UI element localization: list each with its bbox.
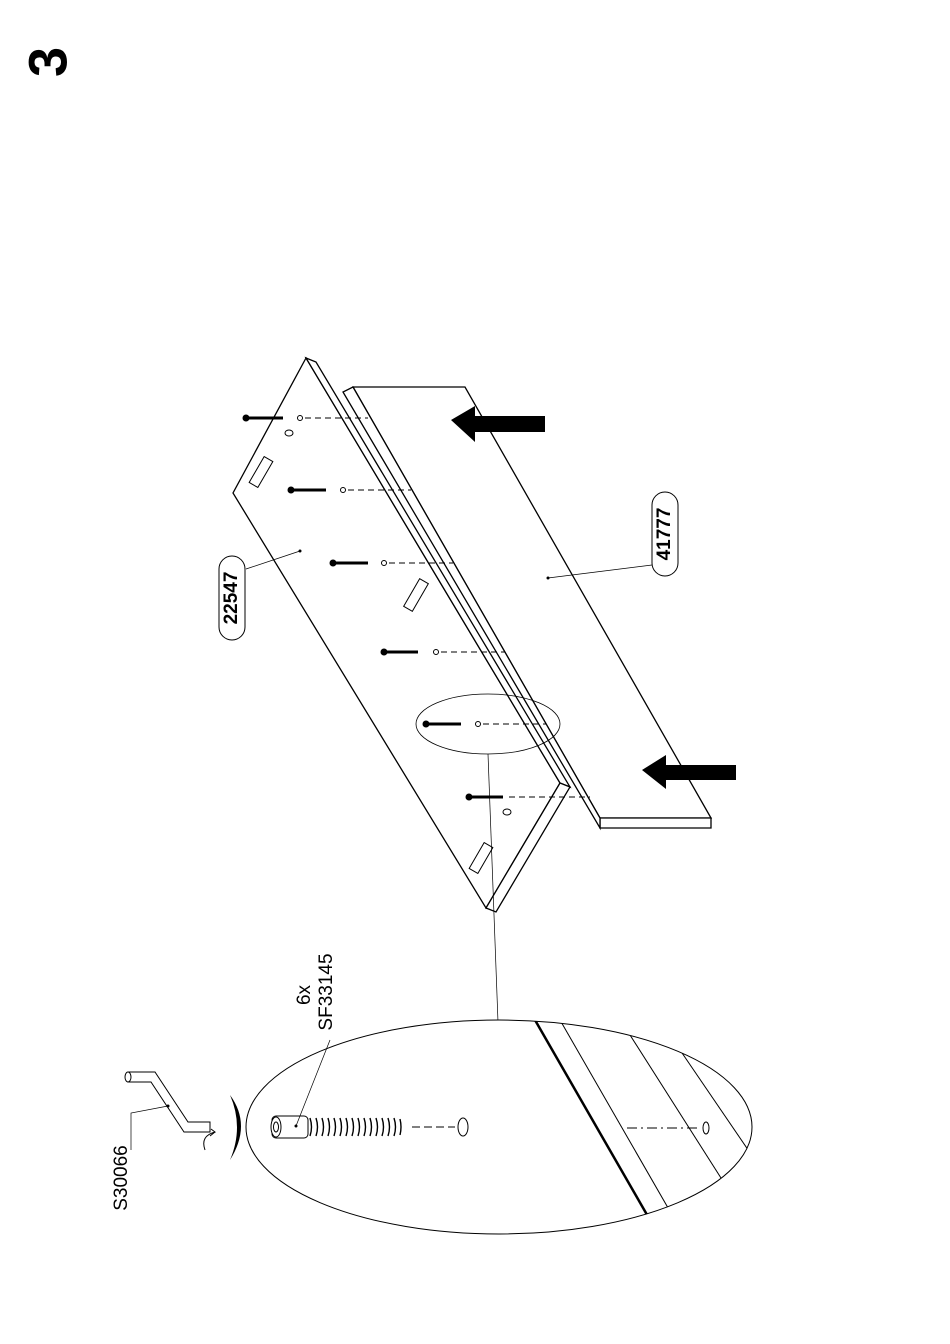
part-number-41777: 41777 (654, 508, 675, 561)
tool-part-number: S30066 (111, 1145, 132, 1211)
part-number-22547: 22547 (221, 572, 242, 625)
screw-part-number: SF33145 (316, 953, 337, 1030)
allen-key-icon (125, 1072, 215, 1150)
step-number: 3 (18, 47, 78, 77)
rotate-arrow-icon (230, 1095, 241, 1160)
screw-quantity: 6x (294, 984, 315, 1005)
tool-callout: S30066 (111, 1105, 169, 1211)
detail-view (230, 1020, 755, 1234)
